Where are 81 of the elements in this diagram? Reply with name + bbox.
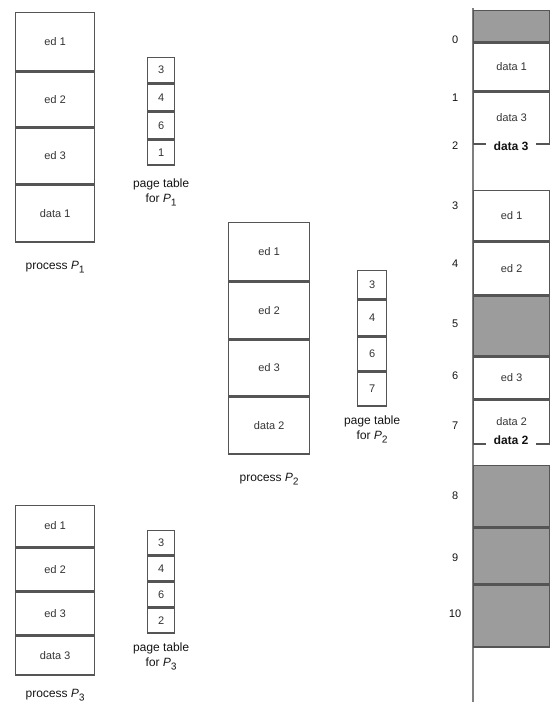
cell-text: 4: [158, 92, 164, 104]
empty-frame: [473, 585, 550, 648]
empty-frame: [473, 528, 550, 585]
memory-cell: [228, 340, 310, 397]
empty-frame: [473, 10, 550, 43]
memory-cell: [147, 608, 175, 634]
frame-number: 9: [450, 552, 460, 566]
cell-text: ed 2: [44, 564, 66, 576]
memory-cell: [357, 372, 387, 407]
memory-cell: [15, 636, 95, 676]
frame-number: 8: [450, 490, 460, 504]
memory-cell: [15, 505, 95, 548]
cell-text: ed 1: [44, 520, 66, 532]
cell-text: 6: [158, 588, 164, 600]
cell-text: ed 1: [258, 246, 280, 258]
memory-cell: [147, 112, 175, 140]
cell-text: data 3: [40, 650, 70, 662]
frame-number: 4: [450, 258, 460, 272]
memory-cell: [228, 397, 310, 455]
cell-text: data 3: [496, 112, 527, 124]
cell-text: data 1: [40, 208, 70, 220]
caption: process P$_{3}$: [24, 686, 86, 705]
cell-text: 1: [158, 146, 164, 158]
empty-frame: [473, 296, 550, 357]
cell-text: 6: [158, 120, 164, 132]
frame-number: 2: [450, 140, 460, 154]
memory-cell: [473, 357, 550, 400]
cell-text: 3: [158, 536, 164, 548]
cell-text: ed 1: [500, 210, 522, 222]
cell-text: ed 3: [44, 608, 66, 620]
memory-cell: [357, 300, 387, 337]
cell-text: data 2: [254, 420, 284, 432]
memory-cell: [147, 84, 175, 112]
cell-text: 6: [368, 348, 376, 360]
caption: process P$_{1}$: [24, 258, 86, 277]
frame-number: 6: [450, 370, 460, 384]
memory-cell: [147, 57, 175, 84]
cell-text: 4: [368, 312, 376, 324]
memory-cell: [473, 43, 550, 92]
cell-text: data 2: [496, 416, 527, 428]
memory-cell: [15, 185, 95, 243]
cell-text: ed 3: [258, 362, 280, 374]
memory-cell: [15, 72, 95, 128]
memory-cell: [473, 242, 550, 296]
memory-cell: [147, 582, 175, 608]
caption: page table for P$_{1}$: [132, 176, 190, 210]
cell-text: 3: [368, 278, 376, 290]
caption: process P$_{2}$: [238, 470, 300, 489]
frame-number: 5: [450, 318, 460, 332]
memory-cell: [357, 337, 387, 372]
cell-text: ed 2: [44, 94, 66, 106]
memory-cell: [15, 592, 95, 636]
frame-number: 7: [450, 420, 460, 434]
frame-number: 10: [448, 608, 462, 622]
cell-text: ed 2: [258, 304, 280, 316]
frame-number: 3: [450, 200, 460, 214]
memory-cell: [15, 128, 95, 185]
memory-cell: [147, 140, 175, 166]
empty-frame: [473, 465, 550, 528]
cell-text: 3: [158, 64, 164, 76]
caption: page table for P$_{2}$: [342, 413, 402, 447]
cell-text: 2: [158, 614, 164, 626]
cell-text: data 1: [496, 61, 527, 73]
memory-cell: [15, 12, 95, 72]
frame-number: 1: [450, 92, 460, 106]
cell-text: ed 3: [44, 150, 66, 162]
memory-cell: [357, 270, 387, 300]
memory-cell: [228, 222, 310, 282]
memory-cell: [147, 556, 175, 582]
cell-text: 7: [368, 383, 376, 395]
overlay-text: data 2: [486, 433, 536, 448]
cell-text: ed 3: [500, 372, 522, 384]
cell-text: ed 1: [44, 36, 66, 48]
memory-cell: [15, 548, 95, 592]
memory-cell: [473, 190, 550, 242]
cell-text: ed 2: [500, 262, 522, 274]
caption: page table for P$_{3}$: [132, 640, 190, 674]
frame-number: 0: [450, 34, 460, 48]
memory-cell: [228, 282, 310, 340]
cell-text: 4: [158, 562, 164, 574]
memory-cell: [147, 530, 175, 556]
